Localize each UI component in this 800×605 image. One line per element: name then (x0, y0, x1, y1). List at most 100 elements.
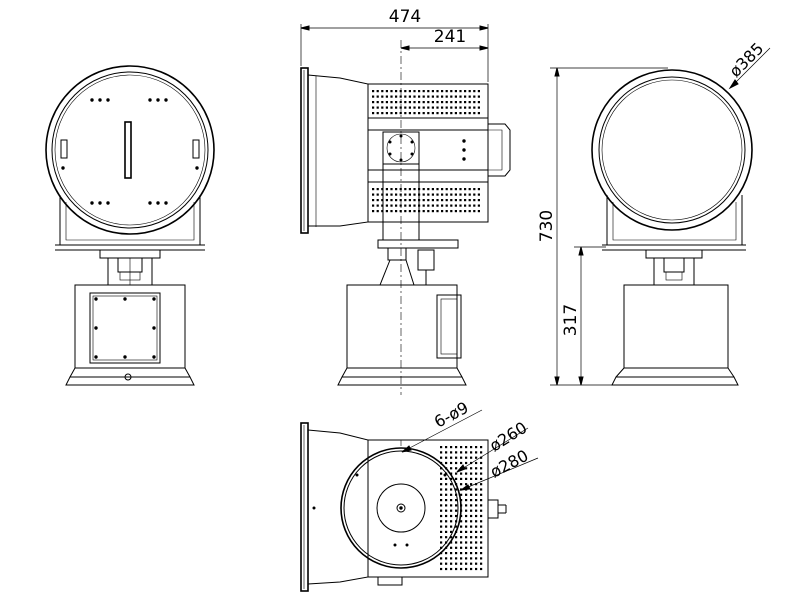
vent-hole (413, 101, 416, 104)
vent-hole (465, 541, 468, 544)
vent-hole (454, 112, 457, 115)
vent-hole (455, 472, 458, 475)
vent-hole (372, 95, 375, 98)
vent-hole (427, 90, 430, 93)
vent-hole (381, 193, 384, 196)
vent-hole (455, 488, 458, 491)
vent-hole (468, 112, 471, 115)
vent-hole (395, 90, 398, 93)
vent-hole (395, 210, 398, 213)
vent-hole (390, 101, 393, 104)
vent-hole (445, 525, 448, 528)
vent-hole (376, 101, 379, 104)
vent-hole (473, 204, 476, 207)
vent-hole (441, 106, 444, 109)
vent-hole (459, 106, 462, 109)
vent-hole (470, 451, 473, 454)
vent-hole (465, 446, 468, 449)
vent-hole (468, 106, 471, 109)
vent-hole (385, 90, 388, 93)
vent-hole (413, 188, 416, 191)
dimension-730-label: 730 (537, 210, 557, 242)
vent-hole (445, 193, 448, 196)
vent-hole (460, 525, 463, 528)
vent-hole (475, 499, 478, 502)
vent-hole (408, 188, 411, 191)
vent-hole (475, 567, 478, 571)
vent-hole (436, 188, 439, 191)
vent-hole (473, 210, 476, 213)
vent-hole (470, 562, 473, 565)
dimension-241: 241 (400, 27, 489, 51)
vent-hole (473, 95, 476, 98)
vent-hole (465, 467, 468, 470)
vent-hole (464, 101, 467, 104)
vent-hole (454, 95, 457, 98)
vent-hole (450, 199, 453, 202)
vent-hole (459, 188, 462, 191)
vent-hole (477, 90, 480, 93)
vent-hole (475, 530, 478, 533)
vent-hole (381, 199, 384, 202)
vent-hole (372, 193, 375, 196)
vent-hole (450, 567, 453, 571)
vent-hole (408, 101, 411, 104)
vent-hole (450, 557, 453, 560)
vent-hole (480, 461, 483, 465)
vent-hole (480, 514, 483, 518)
vent-hole (480, 499, 483, 502)
vent-hole (465, 472, 468, 475)
vent-hole (390, 95, 393, 98)
vent-hole (445, 567, 448, 571)
vent-hole (475, 483, 478, 486)
vent-hole (450, 446, 453, 449)
vent-hole (480, 446, 483, 449)
vent-hole (465, 546, 468, 549)
vent-hole (395, 188, 398, 191)
vent-hole (450, 483, 453, 486)
vent-hole (460, 546, 463, 549)
vent-hole (450, 467, 453, 470)
vent-hole (460, 541, 463, 544)
vent-hole (413, 106, 416, 109)
vent-hole (459, 101, 462, 104)
vent-hole (475, 552, 478, 555)
vent-hole (455, 467, 458, 470)
vent-hole (445, 499, 448, 502)
vent-hole (477, 95, 480, 98)
vent-hole (450, 204, 453, 207)
vent-hole (445, 504, 448, 507)
vent-hole (445, 514, 448, 518)
vent-hole (450, 514, 453, 518)
vent-hole (441, 188, 444, 191)
vent-hole (445, 112, 448, 115)
vent-hole (470, 483, 473, 486)
vent-hole (460, 567, 463, 571)
vent-hole (445, 446, 448, 449)
vent-hole (477, 106, 480, 109)
vent-hole (404, 95, 407, 98)
vent-hole (480, 541, 483, 544)
vent-hole (441, 90, 444, 93)
vent-hole (381, 106, 384, 109)
vent-hole (422, 90, 425, 93)
vent-hole (470, 546, 473, 549)
vent-hole (460, 530, 463, 533)
vent-hole (465, 499, 468, 502)
vent-hole (475, 504, 478, 507)
vent-hole (404, 106, 407, 109)
vent-hole (460, 456, 463, 459)
vent-hole (385, 188, 388, 191)
vent-hole (431, 188, 434, 191)
vent-hole (468, 188, 471, 191)
vent-hole (404, 199, 407, 202)
vent-hole (441, 112, 444, 115)
vent-hole (470, 557, 473, 560)
vent-hole (440, 467, 443, 470)
vent-hole (418, 112, 421, 115)
vent-hole (450, 552, 453, 555)
vent-hole (436, 199, 439, 202)
front-view (45, 65, 215, 386)
vent-hole (422, 193, 425, 196)
